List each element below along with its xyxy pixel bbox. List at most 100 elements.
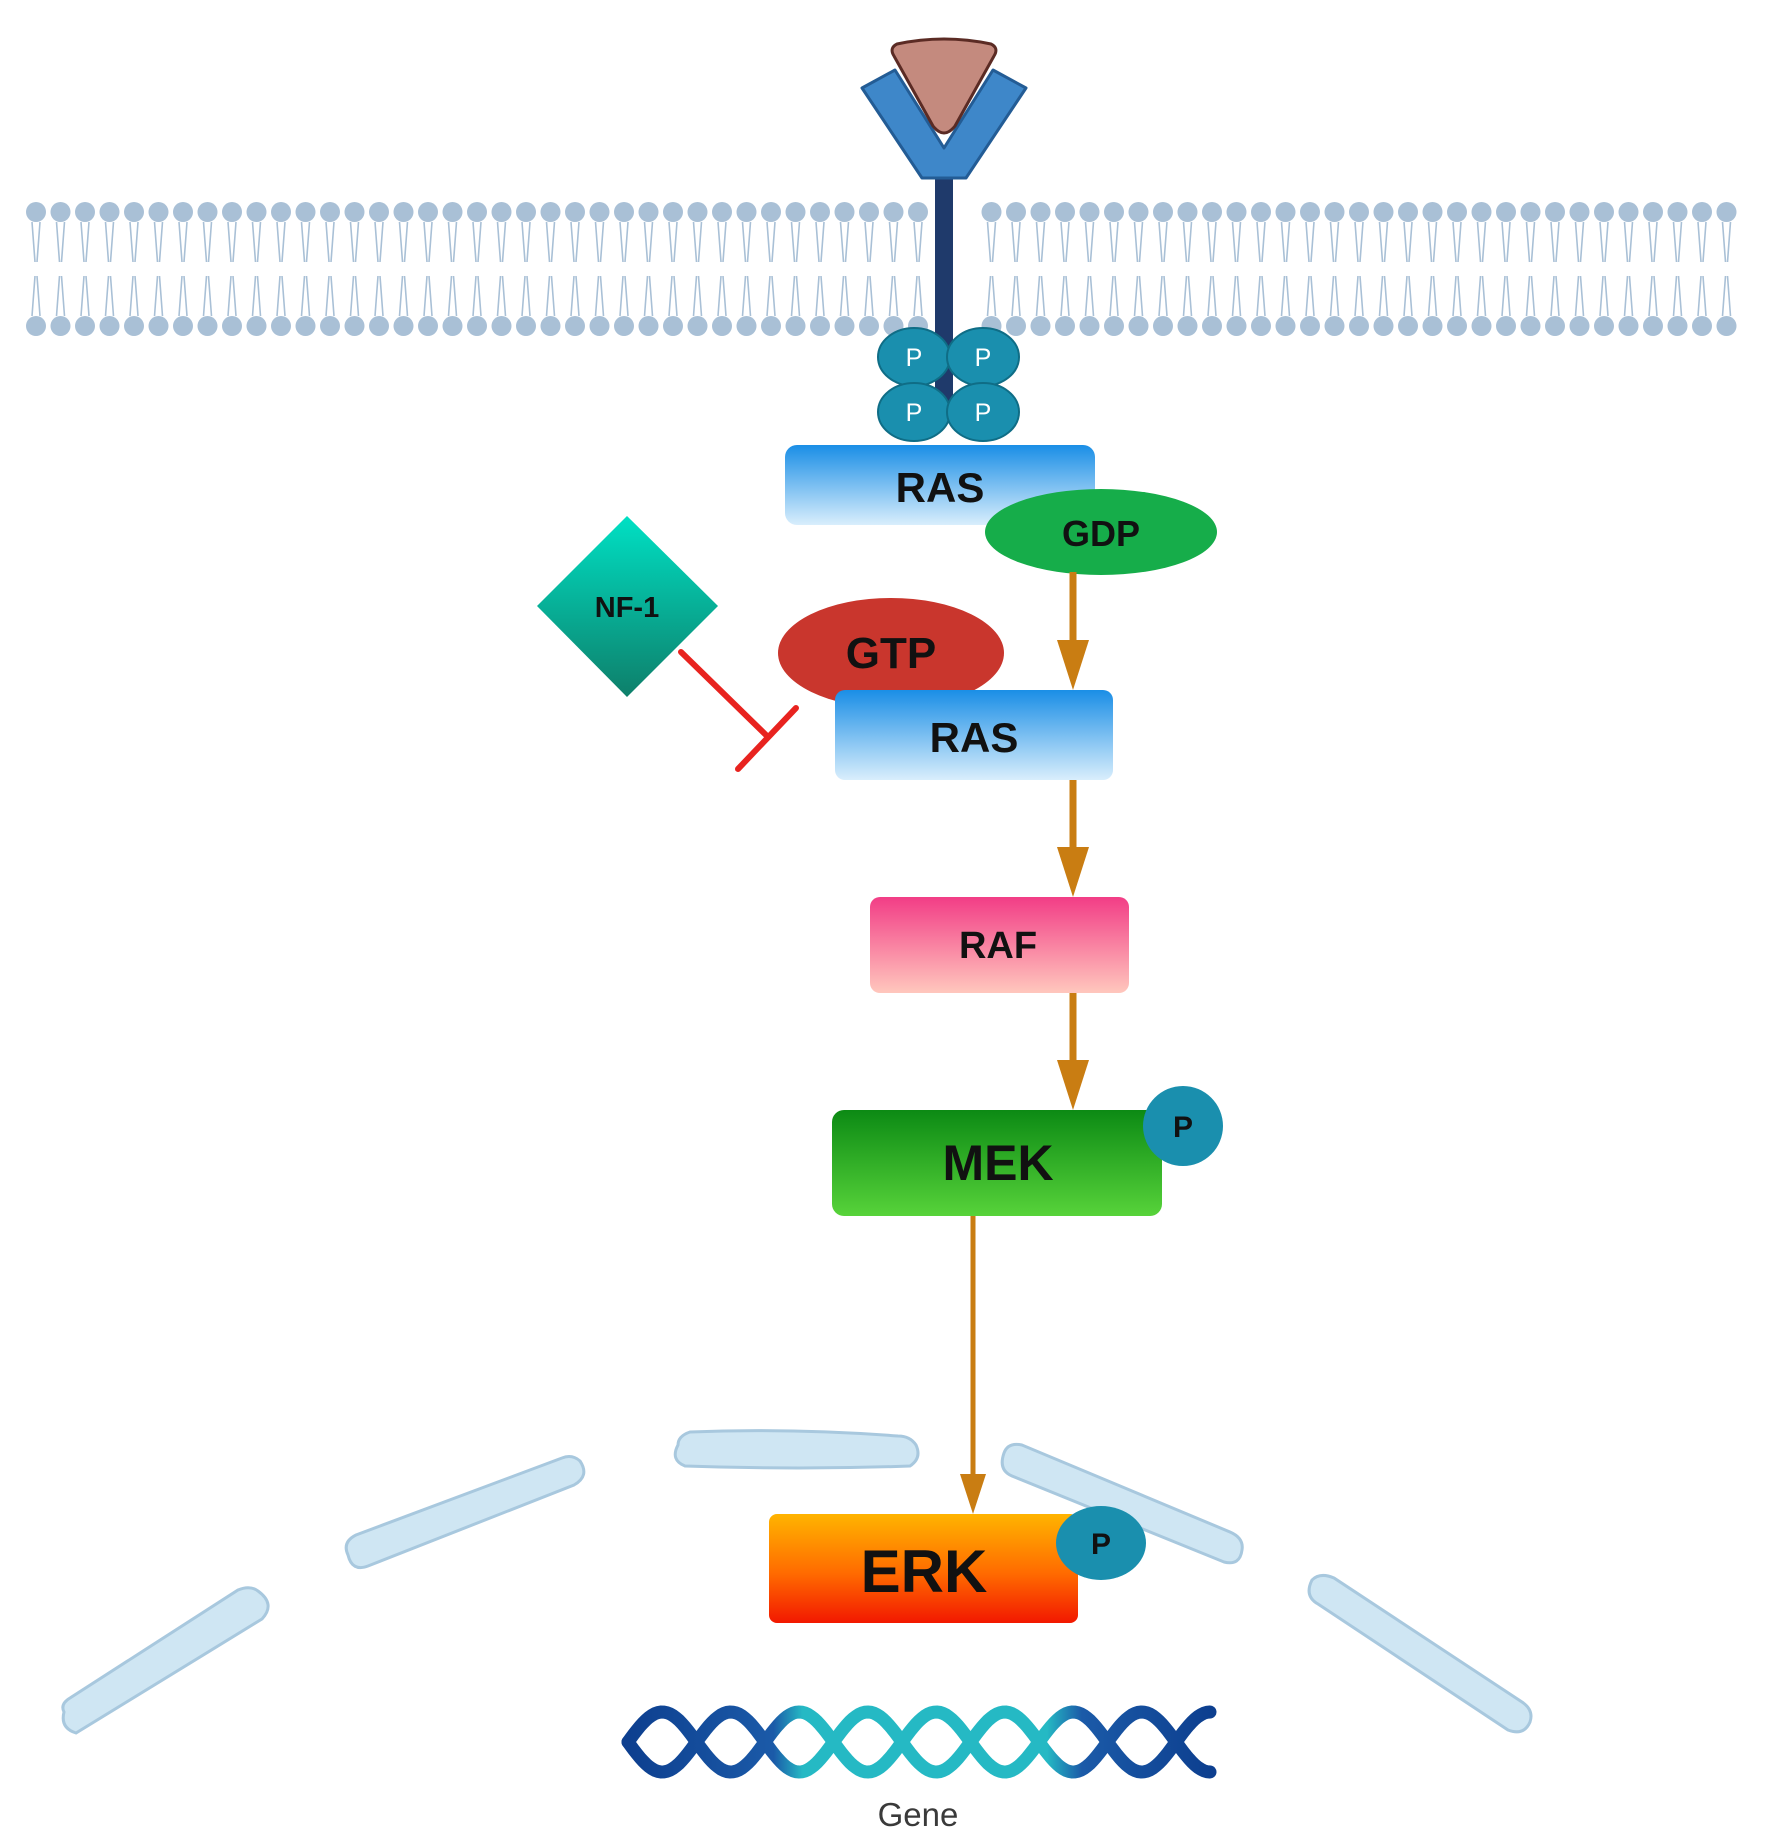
lipid-head xyxy=(1006,316,1026,336)
lipid-tail xyxy=(276,221,286,317)
lipid-head xyxy=(810,316,830,336)
lipid-head xyxy=(1251,316,1271,336)
lipid-head xyxy=(638,202,659,222)
lipid-head xyxy=(1398,316,1418,336)
lipid-head xyxy=(1202,316,1222,336)
phospho-circle xyxy=(1056,1506,1146,1580)
lipid-tail xyxy=(864,221,874,317)
lipid-head xyxy=(99,316,120,336)
lipid-tail xyxy=(129,221,139,317)
arrow-gdp-to-ras xyxy=(1057,572,1089,690)
phospho-label: P xyxy=(906,344,923,372)
lipid-tail xyxy=(1354,221,1364,317)
lipid-head xyxy=(1496,316,1516,336)
lipid-tail xyxy=(1378,221,1389,317)
lipid-head xyxy=(222,202,242,222)
erk-phospho-badge: P xyxy=(1056,1506,1146,1580)
lipid-head xyxy=(246,202,267,222)
lipid-tail xyxy=(1525,221,1536,317)
lipid-head xyxy=(1520,316,1541,336)
lipid-head xyxy=(124,202,144,222)
lipid-head xyxy=(1202,202,1222,222)
lipid-tail xyxy=(1207,221,1217,317)
lipid-tail xyxy=(227,221,237,317)
ras-inactive-label: RAS xyxy=(896,464,985,511)
lipid-tail xyxy=(1550,221,1560,317)
lipid-head xyxy=(638,316,659,336)
lipid-head xyxy=(344,202,365,222)
lipid-head xyxy=(124,316,144,336)
lipid-head xyxy=(565,316,585,336)
lipid-head xyxy=(491,316,512,336)
lipid-head xyxy=(1349,202,1369,222)
lipid-tail xyxy=(398,221,409,317)
lipid-head xyxy=(1618,316,1639,336)
lipid-head xyxy=(516,202,536,222)
raf-node: RAF xyxy=(870,897,1129,993)
lipid-head xyxy=(1177,202,1198,222)
lipid-head xyxy=(491,202,512,222)
lipid-head xyxy=(785,316,806,336)
lipid-head xyxy=(442,316,463,336)
lipid-head xyxy=(1545,316,1565,336)
arrow-raf-to-mek xyxy=(1057,993,1089,1110)
dna-strand-a xyxy=(621,1705,1217,1779)
lipid-head xyxy=(393,202,414,222)
lipid-tail xyxy=(31,221,41,317)
phospho-label: P xyxy=(1091,1528,1111,1561)
lipid-head xyxy=(589,202,610,222)
lipid-head xyxy=(1618,202,1639,222)
lipid-head xyxy=(26,202,46,222)
receptor-phosphates: P P P P xyxy=(877,327,1020,442)
lipid-head xyxy=(1275,316,1296,336)
lipid-head xyxy=(883,202,904,222)
lipid-head xyxy=(246,316,267,336)
lipid-head xyxy=(1006,202,1026,222)
lipid-head xyxy=(1275,202,1296,222)
lipid-head xyxy=(834,202,855,222)
lipid-head xyxy=(1692,202,1712,222)
lipid-tail xyxy=(1060,221,1070,317)
lipid-head xyxy=(1496,202,1516,222)
gdp-label: GDP xyxy=(1062,513,1140,554)
lipid-head xyxy=(614,316,634,336)
nuclear-pore-segment xyxy=(1000,1442,1244,1565)
lipid-head xyxy=(320,316,340,336)
lipid-tail xyxy=(1035,221,1046,317)
lipid-head xyxy=(736,202,757,222)
lipid-head xyxy=(540,316,561,336)
lipid-tail xyxy=(1501,221,1511,317)
lipid-head xyxy=(712,202,732,222)
lipid-head xyxy=(785,202,806,222)
lipid-tail xyxy=(692,221,703,317)
lipid-head xyxy=(1692,316,1712,336)
lipid-tail xyxy=(1231,221,1242,317)
lipid-tail xyxy=(1280,221,1291,317)
lipid-head xyxy=(859,316,879,336)
lipid-head xyxy=(1324,316,1345,336)
lipid-head xyxy=(1643,202,1663,222)
lipid-tail xyxy=(423,221,433,317)
lipid-tail xyxy=(104,221,115,317)
lipid-tail xyxy=(447,221,458,317)
lipid-head xyxy=(1055,202,1075,222)
mek-phospho-badge: P xyxy=(1143,1086,1223,1166)
lipid-head xyxy=(540,202,561,222)
lipid-head xyxy=(687,202,708,222)
lipid-head xyxy=(614,202,634,222)
lipid-head xyxy=(1177,316,1198,336)
lipid-head xyxy=(1300,202,1320,222)
lipid-head xyxy=(467,202,487,222)
lipid-head xyxy=(1226,202,1247,222)
phospho-label: P xyxy=(975,344,992,372)
nf1-label: NF-1 xyxy=(595,592,659,624)
lipid-tail xyxy=(300,221,311,317)
nf1-node: NF-1 xyxy=(537,516,718,697)
lipid-head xyxy=(295,316,316,336)
lipid-head xyxy=(1716,202,1737,222)
lipid-tail xyxy=(1427,221,1438,317)
lipid-tail xyxy=(619,221,629,317)
lipid-tail xyxy=(1476,221,1487,317)
lipid-head xyxy=(687,316,708,336)
